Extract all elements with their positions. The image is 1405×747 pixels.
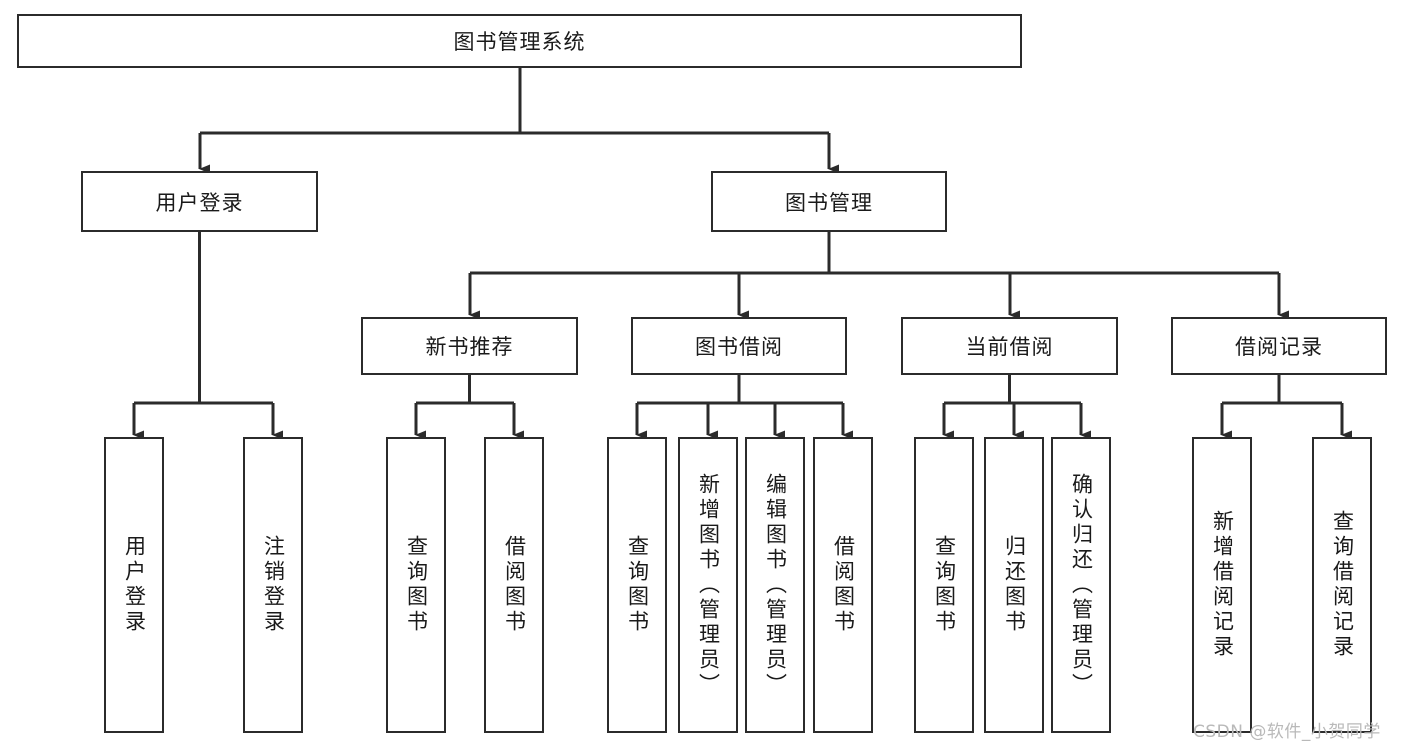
- node-label: 归还图书: [1002, 535, 1027, 635]
- node-label: 新增图书（管理员）: [696, 472, 721, 698]
- node-label: 查询图书: [932, 535, 957, 635]
- node-root-root: 图书管理系统: [17, 14, 1022, 68]
- node-leaf-leaf-query-book-current: 查询图书: [914, 437, 974, 733]
- node-label: 查询图书: [404, 535, 429, 635]
- node-label: 新书推荐: [425, 335, 514, 359]
- node-label: 图书借阅: [695, 335, 783, 359]
- node-leaf-leaf-edit-book-admin: 编辑图书（管理员）: [745, 437, 805, 733]
- node-l2-book-borrow: 图书借阅: [631, 317, 847, 375]
- node-l1-user-login: 用户登录: [81, 171, 318, 232]
- node-leaf-leaf-add-book-admin: 新增图书（管理员）: [678, 437, 738, 733]
- tree-edges: [132, 68, 1352, 440]
- node-label: 借阅图书: [831, 535, 856, 635]
- node-label: 查询借阅记录: [1330, 510, 1355, 660]
- node-leaf-leaf-logout: 注销登录: [243, 437, 303, 733]
- node-leaf-leaf-query-book-borrow: 查询图书: [607, 437, 667, 733]
- node-leaf-leaf-borrow-book-recommend: 借阅图书: [484, 437, 544, 733]
- node-label: 借阅图书: [502, 535, 527, 635]
- node-label: 编辑图书（管理员）: [763, 472, 788, 698]
- node-leaf-leaf-borrow-book: 借阅图书: [813, 437, 873, 733]
- node-l2-borrow-record: 借阅记录: [1171, 317, 1387, 375]
- node-l1-book-management: 图书管理: [711, 171, 947, 232]
- node-l2-new-book-recommend: 新书推荐: [361, 317, 578, 375]
- node-label: 确认归还（管理员）: [1069, 472, 1094, 698]
- node-label: 新增借阅记录: [1210, 510, 1235, 660]
- node-label: 图书管理: [785, 190, 873, 215]
- node-label: 图书管理系统: [453, 30, 586, 54]
- node-leaf-leaf-add-borrow-record: 新增借阅记录: [1192, 437, 1252, 733]
- node-leaf-leaf-query-borrow-record: 查询借阅记录: [1312, 437, 1372, 733]
- node-label: 当前借阅: [965, 335, 1054, 359]
- node-l2-current-borrow: 当前借阅: [901, 317, 1118, 375]
- node-label: 借阅记录: [1235, 335, 1323, 359]
- node-label: 查询图书: [625, 535, 650, 635]
- node-label: 注销登录: [261, 535, 286, 635]
- node-leaf-leaf-user-login: 用户登录: [104, 437, 164, 733]
- csdn-watermark: CSDN @软件_小贺同学: [1193, 722, 1381, 742]
- node-label: 用户登录: [122, 535, 147, 635]
- node-leaf-leaf-query-book-recommend: 查询图书: [386, 437, 446, 733]
- node-label: 用户登录: [155, 190, 244, 215]
- node-leaf-leaf-confirm-return-admin: 确认归还（管理员）: [1051, 437, 1111, 733]
- node-leaf-leaf-return-book: 归还图书: [984, 437, 1044, 733]
